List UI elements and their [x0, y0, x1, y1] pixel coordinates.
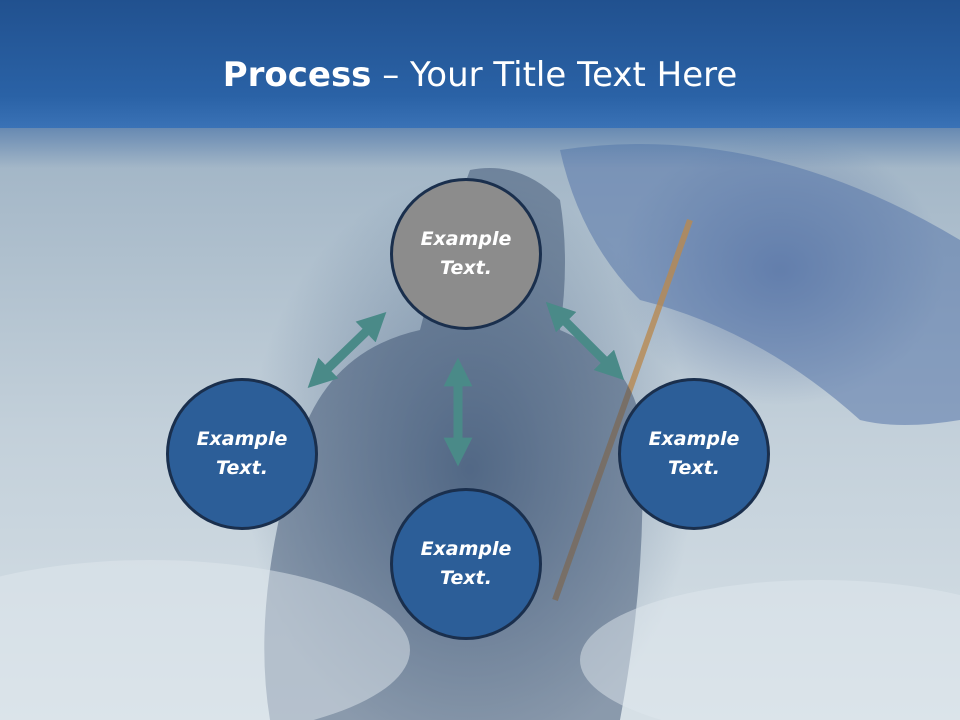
umbrella-shape	[560, 144, 960, 425]
node-label: Example Text.	[196, 428, 288, 479]
water-splash	[580, 580, 960, 720]
slide-title: Process – Your Title Text Here	[0, 50, 960, 100]
title-band	[0, 0, 960, 128]
double-arrow-top-left	[307, 311, 387, 389]
process-node-bottom[interactable]: Example Text.	[390, 488, 542, 640]
title-rest: – Your Title Text Here	[371, 55, 738, 95]
title-band-fade	[0, 128, 960, 168]
title-bold: Process	[222, 55, 372, 95]
node-label: Example Text.	[420, 538, 512, 589]
process-node-right[interactable]: Example Text.	[618, 378, 770, 530]
node-label: Example Text.	[648, 428, 740, 479]
process-node-left[interactable]: Example Text.	[166, 378, 318, 530]
water-splash	[0, 560, 410, 720]
double-arrow-top-right	[545, 301, 625, 381]
process-node-top[interactable]: Example Text.	[390, 178, 542, 330]
umbrella-handle	[552, 218, 693, 602]
node-label: Example Text.	[420, 228, 512, 279]
